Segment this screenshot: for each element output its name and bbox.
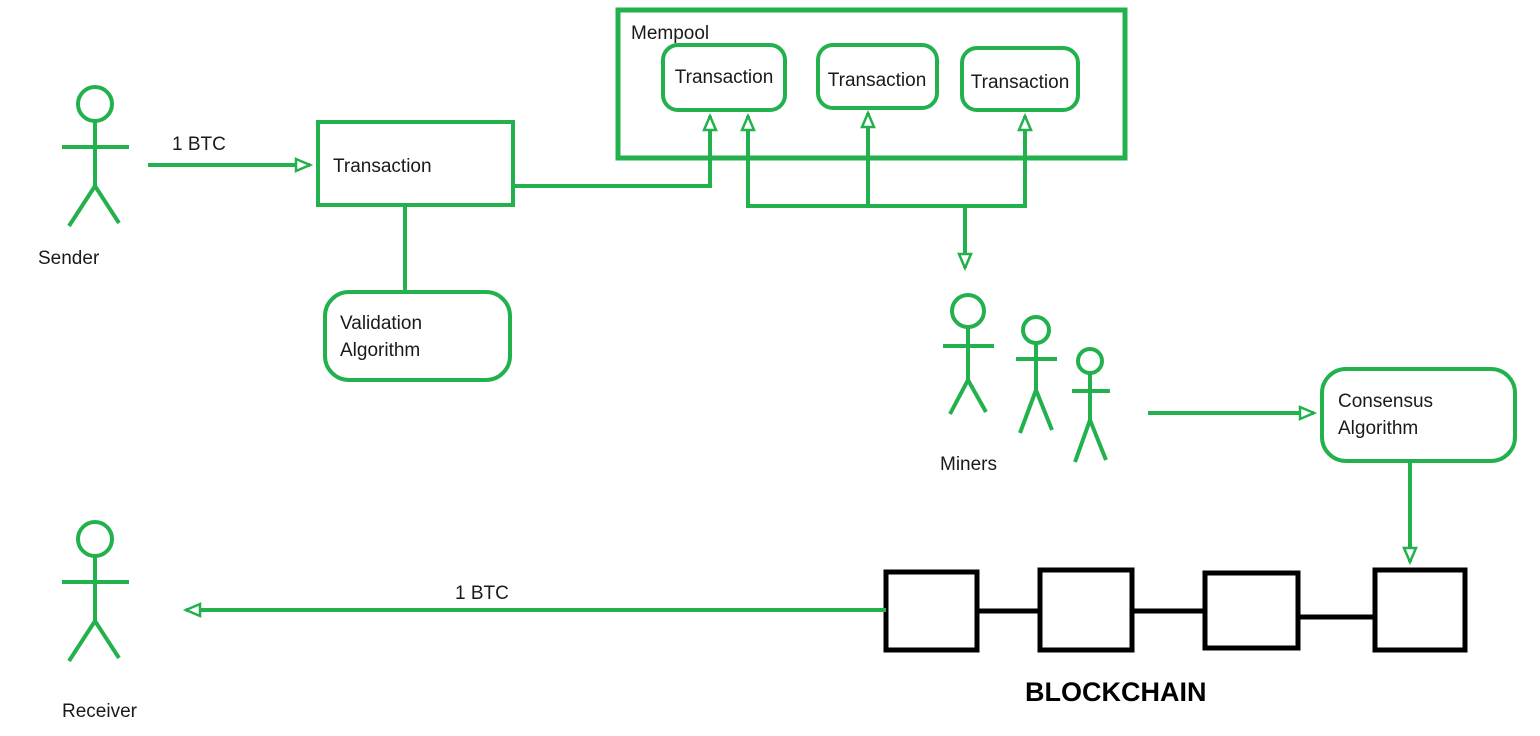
- miner-figure-2: [1016, 315, 1057, 434]
- blockchain-group: BLOCKCHAIN: [883, 567, 1468, 707]
- receiver-head: [76, 520, 114, 558]
- consensus-algorithm-node: Consensus Algorithm: [1320, 367, 1517, 463]
- consensus-label-line1: Consensus: [1338, 391, 1433, 412]
- receiver-label: Receiver: [62, 701, 138, 722]
- transaction-node-label: Transaction: [333, 156, 432, 177]
- miners-label: Miners: [940, 454, 997, 475]
- sender-leg-right: [93, 184, 121, 225]
- blockchain-block-2: [1037, 567, 1135, 653]
- btc-amount-bottom-label: 1 BTC: [455, 583, 509, 604]
- mempool-container: Mempool Transaction Transaction Transact…: [615, 7, 1128, 161]
- mempool-transaction-2-label: Transaction: [828, 70, 927, 91]
- receiver-leg-right: [93, 619, 121, 660]
- validation-algorithm-node: Validation Algorithm: [323, 290, 512, 382]
- receiver-figure: [62, 520, 129, 663]
- blockchain-label: BLOCKCHAIN: [1025, 677, 1207, 707]
- transaction-node: Transaction: [316, 120, 515, 207]
- miner-figure-3: [1072, 347, 1110, 463]
- blockchain-block-1: [883, 569, 980, 653]
- mempool-label: Mempool: [631, 23, 709, 44]
- mempool-transaction-1: Transaction: [661, 43, 787, 112]
- mempool-transaction-2: Transaction: [816, 43, 939, 110]
- mempool-transaction-3-label: Transaction: [971, 72, 1070, 93]
- sender-figure: [62, 85, 129, 228]
- mempool-transaction-1-label: Transaction: [675, 67, 774, 88]
- edge-mempool-bus: [740, 109, 1033, 272]
- consensus-label-line2: Algorithm: [1338, 418, 1418, 439]
- blockchain-block-3: [1202, 570, 1301, 651]
- edge-transaction-to-mempool: [512, 112, 718, 188]
- validation-label-line2: Algorithm: [340, 340, 420, 361]
- btc-amount-top-label: 1 BTC: [172, 134, 226, 155]
- mempool-transaction-3: Transaction: [960, 46, 1080, 112]
- receiver-leg-left: [67, 619, 97, 663]
- blockchain-block-4: [1372, 567, 1468, 653]
- sender-head: [76, 85, 114, 123]
- sender-label: Sender: [38, 248, 100, 269]
- sender-leg-left: [67, 184, 97, 228]
- miner-figure-1: [943, 293, 994, 415]
- validation-label-line1: Validation: [340, 313, 422, 334]
